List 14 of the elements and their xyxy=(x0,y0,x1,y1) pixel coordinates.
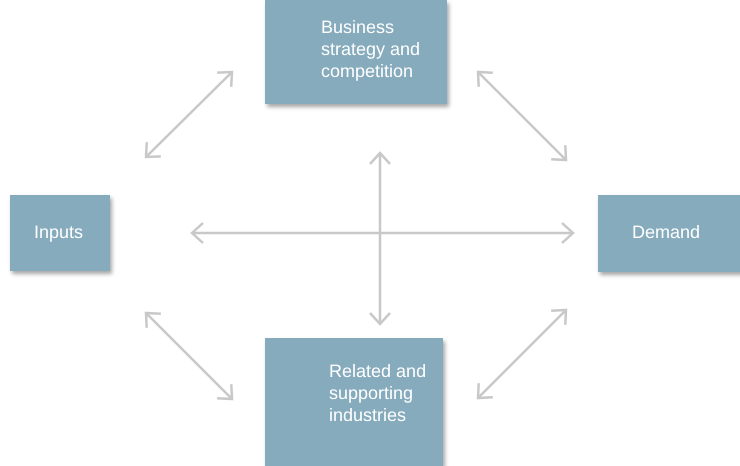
double-arrow xyxy=(476,308,568,400)
double-arrow xyxy=(476,70,568,162)
box-label: Related and supporting industries xyxy=(329,360,428,426)
box-label: Demand xyxy=(632,221,702,243)
factor-box xyxy=(265,0,447,104)
factor-box xyxy=(598,195,740,272)
box-label: Business strategy and competition xyxy=(321,16,422,82)
factor-box xyxy=(265,338,443,466)
double-arrow xyxy=(368,152,392,326)
double-arrow xyxy=(144,70,234,158)
double-arrow xyxy=(190,222,574,244)
box-label: Inputs xyxy=(34,221,84,243)
factor-box xyxy=(10,195,110,271)
double-arrow xyxy=(144,312,234,400)
